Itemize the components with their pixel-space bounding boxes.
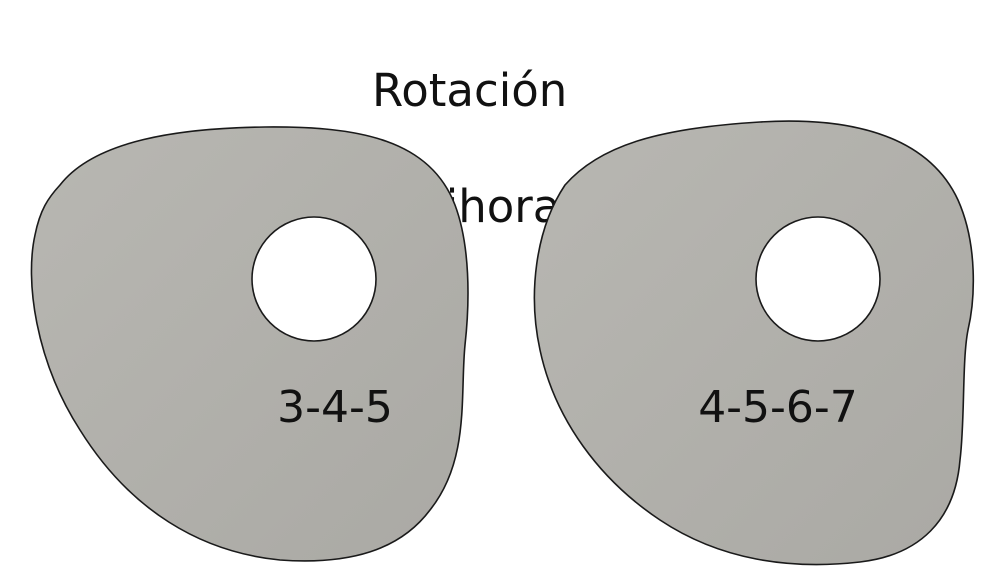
title-line-1: Rotación: [372, 64, 568, 117]
cam-left: 3-4-5: [30, 126, 469, 562]
cam-left-label: 3-4-5: [277, 382, 393, 433]
cam-right: 4-5-6-7: [533, 120, 975, 566]
cam-right-profile: [533, 120, 975, 566]
cam-left-profile: [30, 126, 469, 562]
cam-right-label: 4-5-6-7: [698, 382, 858, 433]
